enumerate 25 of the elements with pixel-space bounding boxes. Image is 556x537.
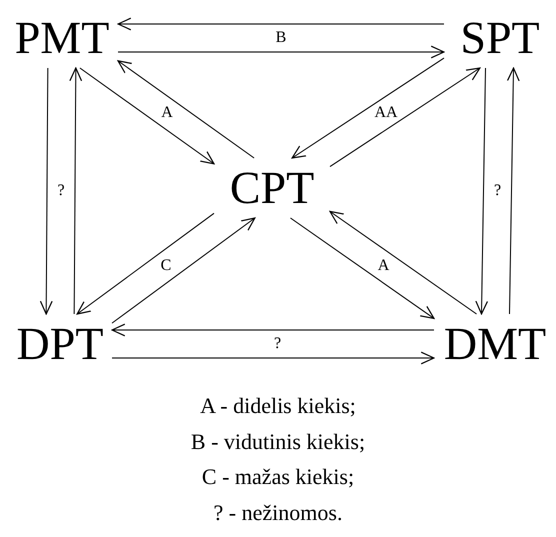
arrow <box>292 58 444 159</box>
arrow <box>118 46 445 58</box>
legend-note: C - mažas kiekis; <box>202 463 354 490</box>
arrow <box>69 67 82 314</box>
arrow <box>329 210 478 314</box>
node-label: DPT <box>16 321 104 367</box>
arrow <box>112 217 256 324</box>
node-label: CPT <box>230 165 314 211</box>
arrow <box>290 218 435 319</box>
node-label: PMT <box>14 15 110 61</box>
arrow <box>506 67 520 314</box>
legend-note: A - didelis kiekis; <box>200 392 356 420</box>
arrow <box>40 68 53 315</box>
arrow <box>76 212 214 315</box>
arrow <box>117 18 444 30</box>
arrow <box>475 68 488 315</box>
arrow <box>112 352 435 364</box>
node-label: SPT <box>460 15 540 61</box>
arrow <box>117 60 255 158</box>
legend-note: ? - nežinomos. <box>214 498 342 526</box>
arrow <box>111 324 434 336</box>
legend-note: B - vidutinis kiekis; <box>190 428 366 455</box>
node-label: DMT <box>444 321 546 367</box>
arrow <box>79 68 215 164</box>
arrow <box>330 67 480 168</box>
